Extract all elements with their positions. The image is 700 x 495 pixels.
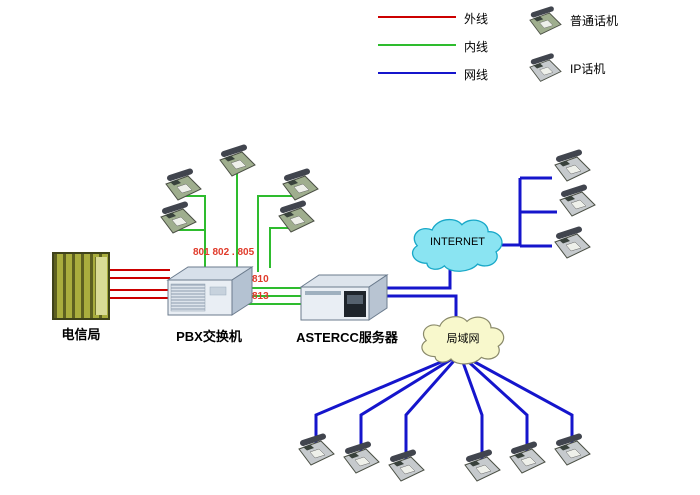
network-lines-group [314, 176, 574, 460]
legend-label-external: 外线 [464, 12, 489, 26]
trunk-810-label: 810 [252, 274, 269, 285]
legend-label-network: 网线 [464, 68, 489, 82]
telecom-office-node [52, 252, 110, 320]
ip-phone-icon [341, 440, 381, 476]
telecom-office-label: 电信局 [61, 327, 101, 342]
legend-line-external [378, 16, 456, 18]
lan-cloud-label: 局域网 [446, 333, 480, 345]
ip-phone-icon [386, 448, 426, 484]
internet-cloud [411, 218, 503, 272]
legend-label-internal: 内线 [464, 40, 489, 54]
internal-line [269, 227, 294, 268]
external-lines-group [106, 269, 170, 299]
trunk-813-label: 813 [252, 291, 269, 302]
analog-phone-icon [280, 167, 320, 203]
legend-label-ip-phone: IP话机 [570, 62, 606, 76]
internal-line [257, 195, 292, 272]
pbx-switch-node [166, 266, 254, 316]
network-line [359, 352, 461, 452]
network-line [314, 352, 461, 444]
analog-phone-icon [527, 5, 563, 37]
pbx-switch-label: PBX交换机 [176, 329, 242, 344]
astercc-server-node [299, 274, 389, 321]
network-line [378, 294, 458, 316]
internal-lines-group [178, 170, 302, 305]
ip-phone-icon [462, 448, 502, 484]
legend-line-network [378, 72, 456, 74]
ip-phone-icon [527, 52, 563, 84]
legend-label-analog-phone: 普通话机 [570, 14, 619, 28]
ip-phone-icon [557, 183, 597, 219]
extension-numbers-label: 801 802 . 805 [193, 247, 255, 258]
ip-phone-icon [552, 148, 592, 184]
internal-line [183, 195, 206, 276]
analog-phone-icon [276, 199, 316, 235]
analog-phone-icon [163, 167, 203, 203]
ip-phone-icon [507, 440, 547, 476]
lan-cloud [421, 316, 505, 365]
ip-phone-icon [296, 432, 336, 468]
network-line [459, 352, 574, 444]
network-line [404, 353, 462, 460]
ip-phone-icon [552, 225, 592, 261]
ip-phone-icon [552, 432, 592, 468]
internet-cloud-label: INTERNET [430, 236, 485, 248]
analog-phone-icon [217, 143, 257, 179]
analog-phone-icon [158, 200, 198, 236]
astercc-server-label: ASTERCC服务器 [296, 330, 398, 345]
network-line [378, 266, 452, 290]
network-line [458, 353, 484, 460]
legend-line-internal [378, 44, 456, 46]
network-line [458, 352, 529, 452]
